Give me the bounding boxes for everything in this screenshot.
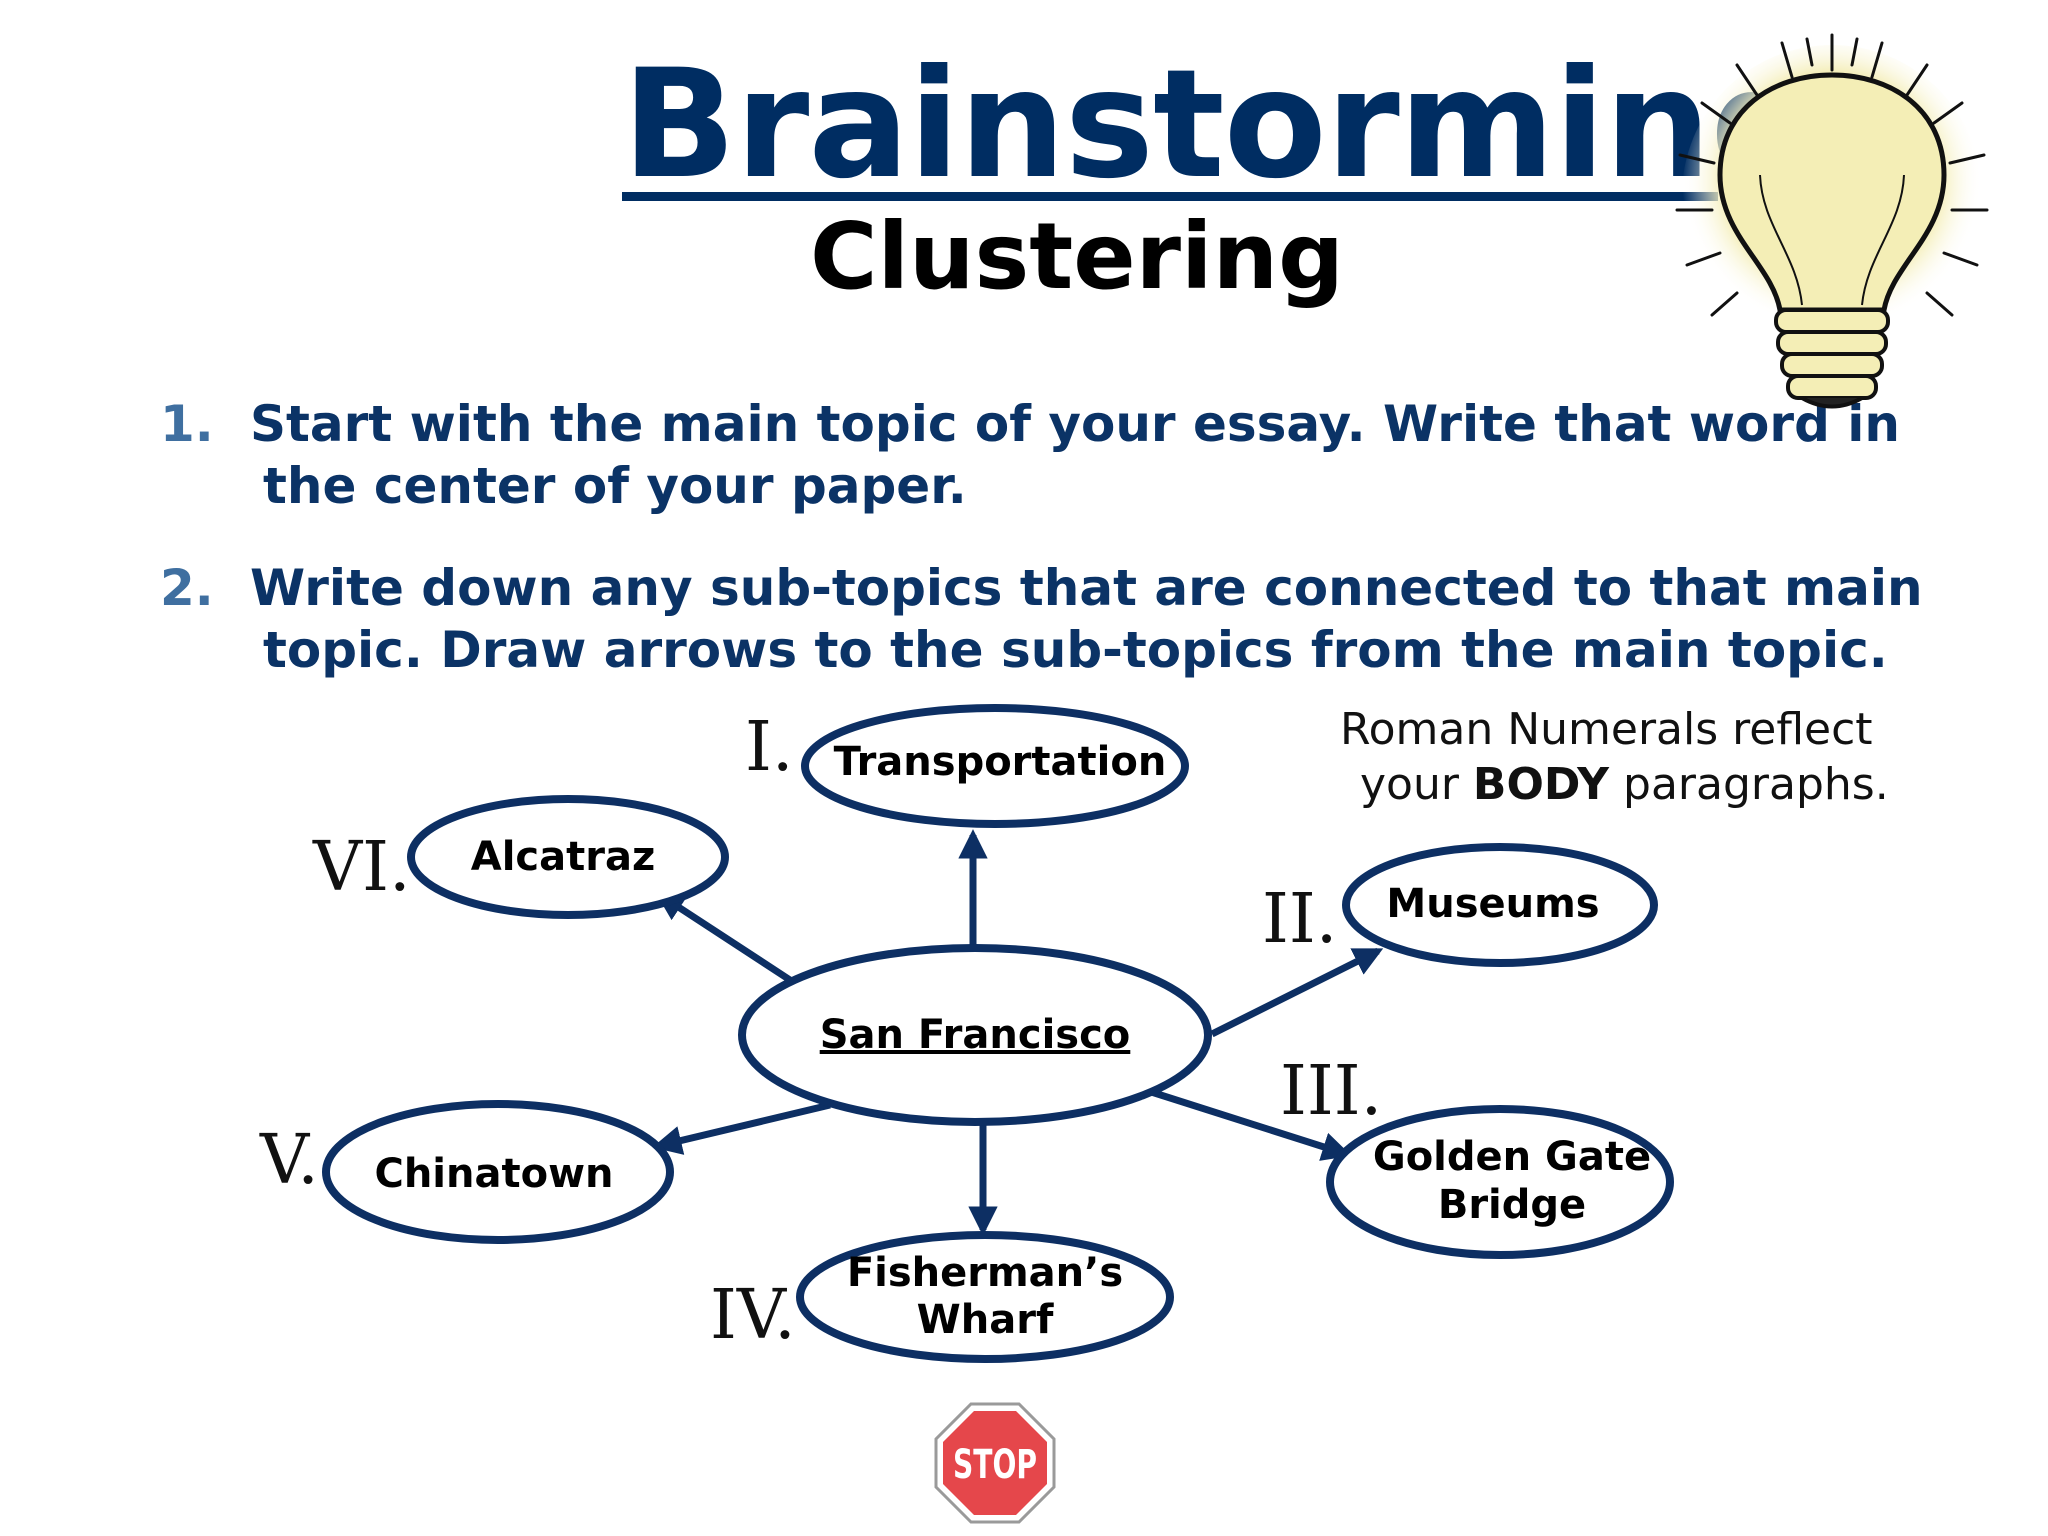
step-text-line-2: topic. Draw arrows to the sub-topics fro…: [263, 621, 1888, 679]
note-line-1: Roman Numerals reflect: [1340, 704, 1873, 755]
stop-sign-icon: STOP: [934, 1402, 1056, 1524]
subtopic-label-line-2: Wharf: [917, 1297, 1054, 1343]
note-bold-text: BODY: [1472, 759, 1610, 810]
page-title: Brainstorming: [622, 38, 1818, 212]
step-text-line-1: Write down any sub-topics that are conne…: [250, 559, 1923, 617]
note-text: your: [1360, 759, 1473, 810]
subtopic-golden-gate-bridge: Golden Gate Bridge III.: [1280, 1052, 1674, 1259]
subtopic-alcatraz: Alcatraz VI.: [312, 795, 729, 919]
lightbulb-icon: [1675, 33, 1989, 409]
subtopic-fishermans-wharf: Fisherman’s Wharf IV.: [710, 1231, 1174, 1363]
step-text-line-1: Start with the main topic of your essay.…: [250, 395, 1900, 453]
arrows: [652, 829, 1384, 1236]
arrow-to-alcatraz: [655, 891, 792, 983]
subtopic-label: Museums: [1386, 881, 1599, 927]
subtopic-label: Alcatraz: [471, 834, 656, 880]
subtopic-chinatown: Chinatown V.: [259, 1100, 674, 1244]
subtopic-museums: Museums II.: [1262, 843, 1658, 967]
subtopic-label-line-2: Bridge: [1438, 1182, 1586, 1228]
step-number: 1.: [160, 395, 214, 453]
roman-numeral: II.: [1262, 880, 1337, 959]
roman-numeral: I.: [745, 708, 793, 787]
page-subtitle: Clustering: [810, 203, 1344, 310]
roman-numeral: V.: [259, 1121, 319, 1200]
subtopic-label-line-1: Golden Gate: [1373, 1134, 1651, 1180]
center-node-label: San Francisco: [820, 1012, 1131, 1058]
roman-numeral: VI.: [312, 828, 411, 907]
subtopic-label: Transportation: [834, 739, 1167, 785]
roman-numeral: IV.: [710, 1276, 796, 1355]
roman-numerals-note: Roman Numerals reflect your BODY paragra…: [1340, 702, 1940, 812]
center-node: San Francisco: [738, 944, 1212, 1126]
subtopic-transportation: Transportation I.: [745, 704, 1189, 828]
arrow-to-golden-gate-bridge: [1143, 1086, 1352, 1161]
note-text: paragraphs.: [1609, 759, 1889, 810]
step-text-line-2: the center of your paper.: [263, 457, 967, 515]
subtopic-label-line-1: Fisherman’s: [847, 1250, 1123, 1296]
step-number: 2.: [160, 559, 214, 617]
roman-numeral: III.: [1280, 1052, 1382, 1131]
arrow-to-museums: [1210, 947, 1384, 1038]
stop-sign-text: STOP: [953, 1442, 1037, 1488]
subtopic-label: Chinatown: [374, 1151, 613, 1197]
note-line-2: your BODY paragraphs.: [1340, 757, 1940, 812]
arrow-to-chinatown: [652, 1101, 831, 1155]
